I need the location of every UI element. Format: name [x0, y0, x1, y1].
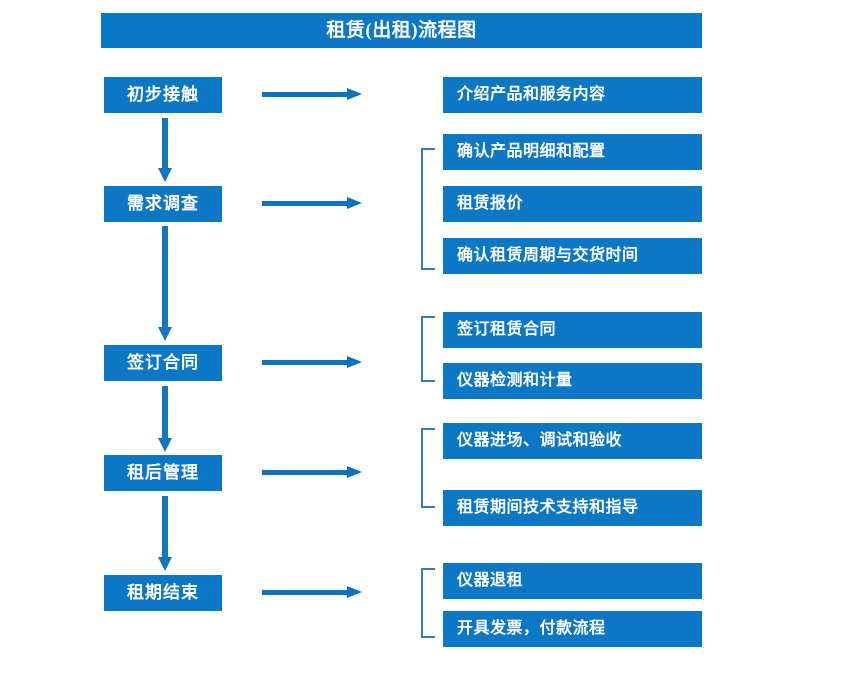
- stage-box-租后管理[interactable]: 租后管理: [104, 455, 222, 491]
- arrow-shaft: [162, 118, 168, 169]
- arrow-shaft: [262, 590, 349, 595]
- detail-box-租赁期间技术支持和指导[interactable]: 租赁期间技术支持和指导: [443, 490, 702, 526]
- detail-box-确认产品明细和配置[interactable]: 确认产品明细和配置: [443, 134, 702, 170]
- detail-box-仪器退租[interactable]: 仪器退租: [443, 563, 702, 599]
- vertical-arrow-stage2-to-stage3: [156, 226, 174, 341]
- arrow-shaft: [162, 496, 168, 558]
- horizontal-arrow-stage3: [262, 354, 362, 372]
- bracket-需求调查: [421, 148, 435, 270]
- arrow-head: [347, 586, 362, 598]
- arrow-head: [158, 438, 172, 452]
- detail-box-仪器检测和计量[interactable]: 仪器检测和计量: [443, 363, 702, 399]
- arrow-shaft: [262, 360, 349, 365]
- arrow-head: [158, 557, 172, 571]
- detail-box-开具发票付款流程[interactable]: 开具发票，付款流程: [443, 611, 702, 647]
- arrow-head: [347, 197, 362, 209]
- horizontal-arrow-stage2: [262, 195, 362, 213]
- vertical-arrow-stage3-to-stage4: [156, 386, 174, 452]
- stage-box-需求调查[interactable]: 需求调查: [104, 186, 222, 222]
- detail-box-签订租赁合同[interactable]: 签订租赁合同: [443, 312, 702, 348]
- arrow-head: [347, 466, 362, 478]
- bracket-租后管理: [421, 428, 435, 508]
- detail-box-仪器进场调试和验收[interactable]: 仪器进场、调试和验收: [443, 423, 702, 459]
- arrow-shaft: [262, 201, 349, 206]
- arrow-head: [347, 356, 362, 368]
- arrow-shaft: [162, 386, 168, 439]
- arrow-head: [158, 327, 172, 341]
- bracket-签订合同: [421, 316, 435, 382]
- arrow-shaft: [162, 226, 168, 328]
- vertical-arrow-stage4-to-stage5: [156, 496, 174, 571]
- vertical-arrow-stage1-to-stage2: [156, 118, 174, 182]
- arrow-shaft: [262, 470, 349, 475]
- horizontal-arrow-stage1: [262, 86, 362, 104]
- arrow-shaft: [262, 92, 349, 97]
- stage-box-签订合同[interactable]: 签订合同: [104, 345, 222, 381]
- detail-box-租赁报价[interactable]: 租赁报价: [443, 186, 702, 222]
- horizontal-arrow-stage4: [262, 464, 362, 482]
- stage-box-初步接触[interactable]: 初步接触: [104, 77, 222, 113]
- arrow-head: [347, 88, 362, 100]
- bracket-租期结束: [421, 568, 435, 638]
- diagram-title: 租赁(出租)流程图: [101, 13, 702, 48]
- arrow-head: [158, 168, 172, 182]
- detail-box-介绍产品和服务内容[interactable]: 介绍产品和服务内容: [443, 77, 702, 113]
- stage-box-租期结束[interactable]: 租期结束: [104, 575, 222, 611]
- detail-box-确认租赁周期与交货时间[interactable]: 确认租赁周期与交货时间: [443, 238, 702, 274]
- horizontal-arrow-stage5: [262, 584, 362, 602]
